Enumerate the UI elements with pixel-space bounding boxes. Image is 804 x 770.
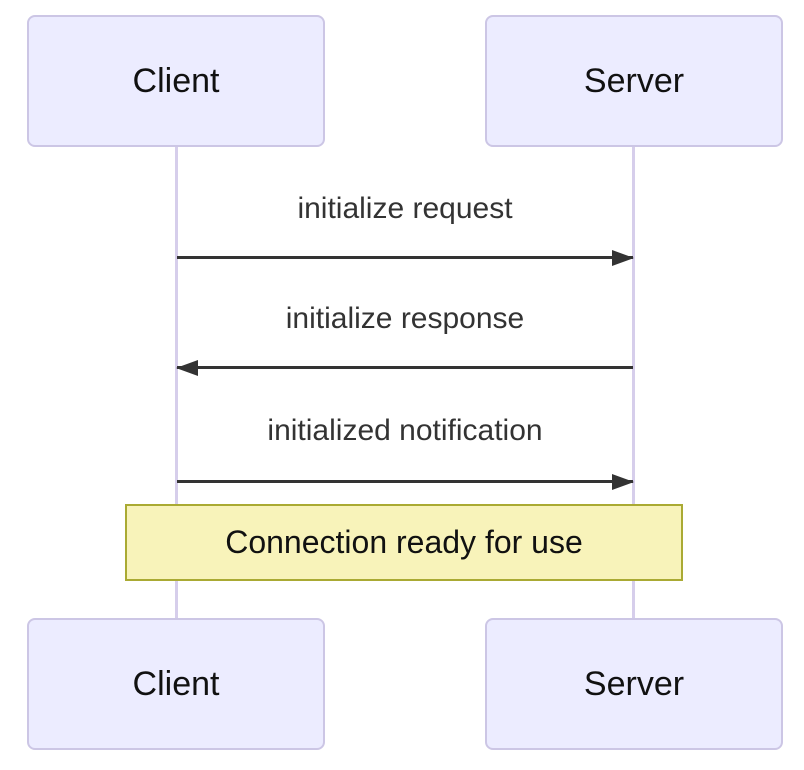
message-3-line xyxy=(177,480,633,483)
message-3-label: initialized notification xyxy=(267,414,543,447)
message-1-label: initialize request xyxy=(297,192,513,225)
message-2-line xyxy=(177,366,633,369)
actor-server-top-label: Server xyxy=(583,61,685,100)
server-lifeline xyxy=(632,147,635,618)
note-connection-ready: Connection ready for use xyxy=(125,504,683,581)
message-3-arrowhead-right-icon xyxy=(612,474,634,490)
message-2-label: initialize response xyxy=(285,302,525,335)
message-1-arrowhead-right-icon xyxy=(612,250,634,266)
actor-client-top-box: Client xyxy=(27,15,325,147)
actor-client-top-label: Client xyxy=(132,61,220,100)
actor-server-top-box: Server xyxy=(485,15,783,147)
message-2-arrowhead-left-icon xyxy=(176,360,198,376)
actor-server-bottom-label: Server xyxy=(583,664,685,703)
note-label: Connection ready for use xyxy=(225,524,583,560)
message-1-line xyxy=(177,256,633,259)
actor-client-bottom-box: Client xyxy=(27,618,325,750)
actor-client-bottom-label: Client xyxy=(132,664,220,703)
actor-server-bottom-box: Server xyxy=(485,618,783,750)
client-lifeline xyxy=(175,147,178,618)
